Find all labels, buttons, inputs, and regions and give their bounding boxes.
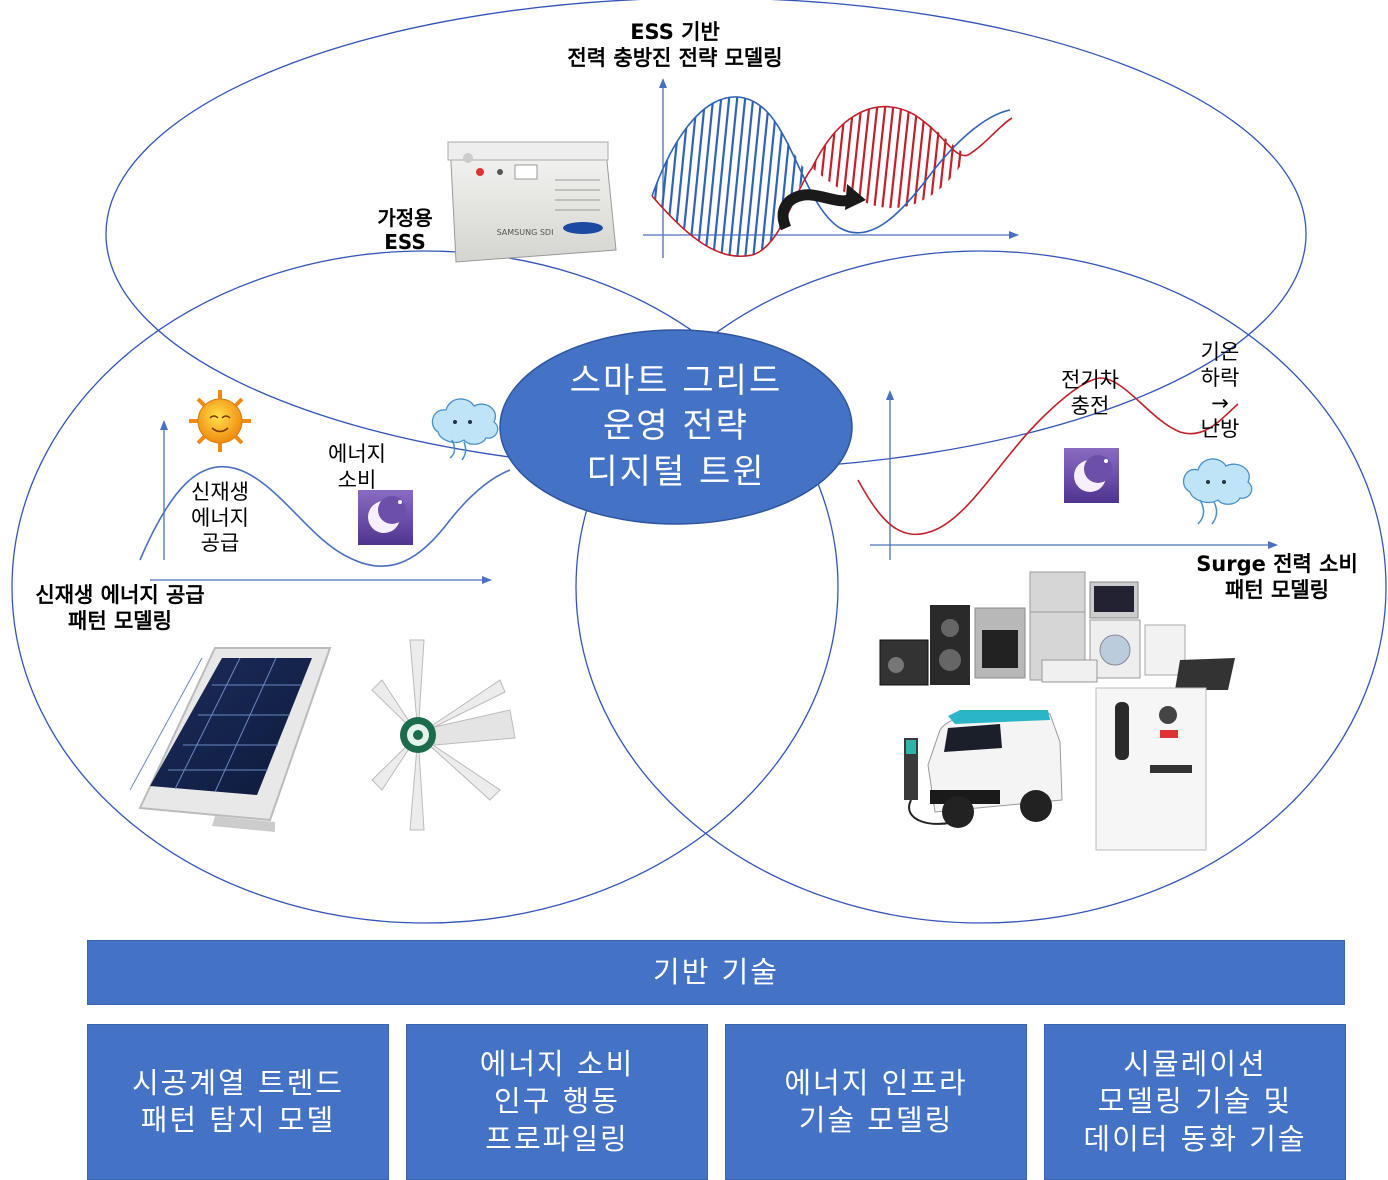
sun-icon <box>189 390 251 452</box>
surge-circle <box>575 250 1387 924</box>
cloud-wind-icon-right <box>1182 458 1253 525</box>
renewable-supply-label: 신재생 에너지 공급 <box>191 480 249 556</box>
foundation-box-simulation: 시뮬레이션 모델링 기술 및 데이터 동화 기술 <box>1044 1024 1346 1180</box>
foundation-box-timeseries: 시공계열 트렌드 패턴 탐지 모델 <box>87 1024 389 1180</box>
moon-icon <box>358 490 413 545</box>
ess-charge-chart <box>643 78 1019 258</box>
foundation-header: 기반 기술 <box>87 940 1345 1005</box>
wind-turbine-image <box>371 639 516 831</box>
electric-boiler-image <box>1095 687 1207 851</box>
surge-title: Surge 전력 소비 패턴 모델링 <box>1196 552 1358 602</box>
cloud-wind-icon <box>431 398 499 461</box>
surge-heating-label: 기온 하락 → 난방 <box>1200 340 1240 441</box>
renewable-title: 신재생 에너지 공급 패턴 모델링 <box>35 583 205 633</box>
solar-panel-image <box>129 647 332 832</box>
renewable-circle <box>11 250 839 924</box>
renewable-consumption-label: 에너지 소비 <box>328 442 386 492</box>
center-title: 스마트 그리드 운영 전략 디지털 트윈 <box>569 360 783 492</box>
foundation-box-infrastructure: 에너지 인프라 기술 모델링 <box>725 1024 1027 1180</box>
surge-consumption-chart <box>857 377 1278 560</box>
home-appliances-image <box>879 571 1235 690</box>
ess-device-image <box>447 141 617 263</box>
center-ellipse <box>499 329 853 525</box>
surge-ev-label: 전기차 충전 <box>1061 368 1119 418</box>
ess-brand-label: SAMSUNG SDI <box>496 228 554 237</box>
renewable-supply-chart <box>139 420 511 584</box>
foundation-box-behavior: 에너지 소비 인구 행동 프로파일링 <box>406 1024 708 1180</box>
ess-device-label: 가정용 ESS <box>377 206 433 255</box>
ess-title: ESS 기반 전력 충방진 전략 모델링 <box>567 20 783 70</box>
moon-icon-right <box>1064 448 1119 503</box>
electric-car-image <box>904 710 1063 828</box>
